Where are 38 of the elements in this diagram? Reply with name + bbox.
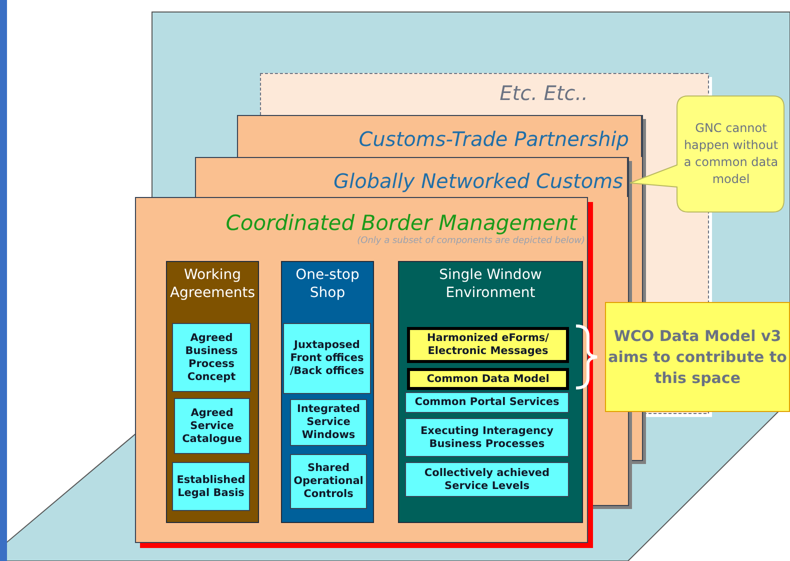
component-box xyxy=(283,323,371,394)
heading-text: Executing Interagency Business Processes xyxy=(420,424,554,450)
note-box xyxy=(605,302,790,412)
component-box xyxy=(290,454,367,509)
heading-text: Etc. Etc.. xyxy=(500,80,588,107)
highlighted-box xyxy=(407,327,569,363)
column-panel xyxy=(281,261,374,523)
heading-text: Collectively achieved Service Levels xyxy=(423,466,551,492)
speech-bubble xyxy=(629,95,785,213)
column-panel xyxy=(166,261,259,523)
heading-text: Juxtaposed Front offices /Back offices xyxy=(288,339,366,378)
component-box xyxy=(290,399,367,446)
note-text: (Only a subset of components are depicted below) xyxy=(357,236,585,248)
highlighted-box xyxy=(407,368,569,390)
card-header xyxy=(260,73,676,115)
component-box xyxy=(172,323,251,392)
component-box xyxy=(405,462,569,497)
note-text: GNC cannot happen without a common data model xyxy=(682,120,780,188)
column-panel xyxy=(398,261,583,523)
heading-text: Agreed Business Process Concept xyxy=(184,332,239,384)
heading-text: Globally Networked Customs xyxy=(334,168,623,195)
component-box xyxy=(174,398,250,454)
heading-text: Customs-Trade Partnership xyxy=(358,126,629,153)
heading-text: Coordinated Border Management xyxy=(226,210,579,236)
heading-text: WCO Data Model v3 aims to contribute to this space xyxy=(608,326,787,388)
heading-text: Established Legal Basis xyxy=(176,474,246,500)
heading-text: Harmonized eForms/ Electronic Messages xyxy=(426,332,550,358)
heading-text: Common Data Model xyxy=(426,372,550,386)
heading-text: Shared Operational Controls xyxy=(292,462,364,501)
component-box xyxy=(405,392,569,413)
heading-text: One-stop Shop xyxy=(294,266,360,302)
heading-text: Integrated Service Windows xyxy=(296,403,361,442)
heading-text: Working Agreements xyxy=(168,266,256,302)
heading-text: Common Portal Services xyxy=(414,396,560,409)
component-box xyxy=(172,462,250,511)
heading-text: Agreed Service Catalogue xyxy=(181,406,243,446)
component-box xyxy=(405,418,569,457)
heading-text: Single Window Environment xyxy=(438,266,543,302)
